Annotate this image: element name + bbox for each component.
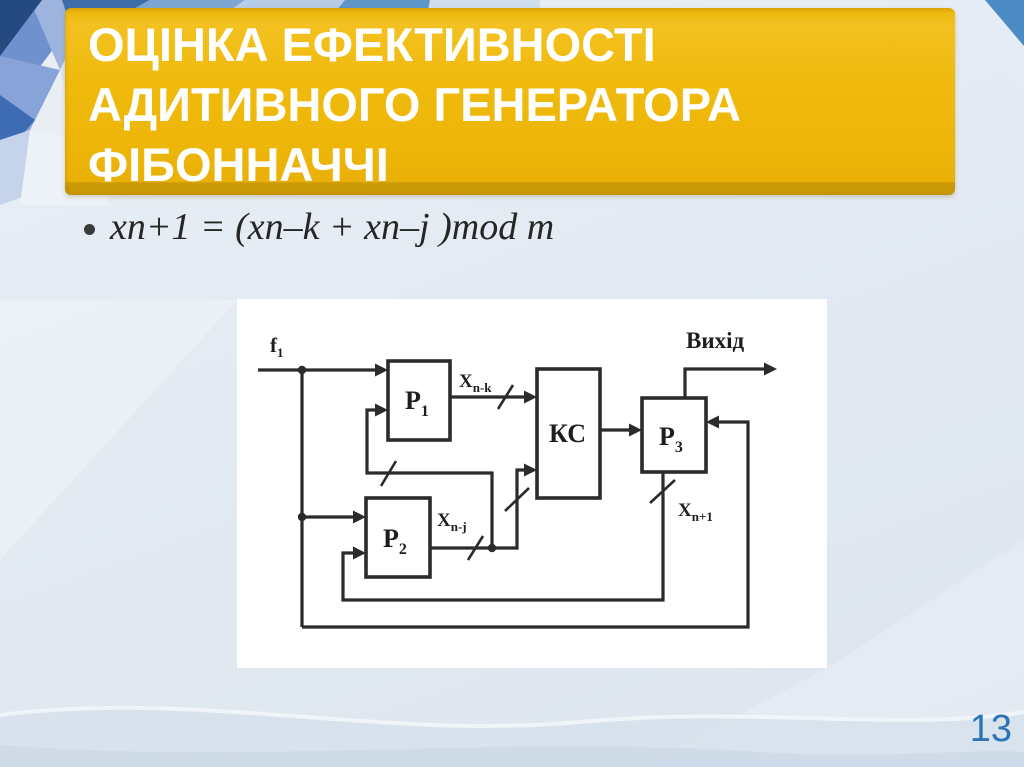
register-p3-box	[640, 396, 708, 474]
clock-input-label: f1	[270, 333, 284, 360]
background-facet	[0, 300, 237, 560]
background-facet	[640, 540, 1024, 767]
junction-dot	[297, 365, 307, 375]
output-label: Вихід	[686, 328, 744, 353]
bullet-icon	[84, 223, 95, 235]
junction-dot	[297, 512, 307, 522]
bus-slash	[649, 479, 676, 504]
arrowhead	[524, 390, 537, 404]
bus-slash	[496, 384, 515, 410]
bus-slash	[379, 460, 398, 487]
arrowhead	[629, 423, 642, 437]
arrowhead	[375, 363, 388, 377]
formula-text: xn+1 = (xn–k + xn–j )mod m	[110, 206, 555, 248]
bus-slash	[504, 487, 530, 512]
combiner-kc-label: КС	[549, 419, 586, 448]
wire-clock-to-p3	[302, 420, 750, 629]
page-number: 13	[969, 708, 1012, 750]
bus-label-xnj: Xn-j	[437, 510, 467, 534]
arrowhead	[524, 463, 537, 477]
register-p2-box	[364, 496, 432, 579]
diagram-panel: f1 Вихід Р1 Р2 Р3 КС Xn-k Xn-j Xn+1	[237, 299, 827, 668]
title-banner: ОЦІНКА ЕФЕКТИВНОСТІ АДИТИВНОГО ГЕНЕРАТОР…	[65, 8, 955, 195]
bus-label-xn1: Xn+1	[678, 500, 713, 524]
corner-facet-right	[940, 0, 1024, 90]
wire-p2-to-p1-loop	[365, 408, 494, 548]
bus-slash	[466, 535, 485, 561]
top-strip-facet	[428, 0, 540, 10]
arrowhead	[353, 546, 366, 560]
bottom-strip	[0, 756, 1024, 767]
slide-title-line-1: ОЦІНКА ЕФЕКТИВНОСТІ	[88, 18, 656, 71]
wire-p3-output	[683, 367, 764, 398]
register-p2-label: Р2	[383, 524, 407, 558]
register-p3-label: Р3	[659, 422, 683, 456]
arrowhead	[375, 403, 388, 417]
arrowhead	[706, 415, 719, 429]
junction-dot	[487, 543, 497, 553]
bullet-item: xn+1 = (xn–k + xn–j )mod m	[84, 205, 554, 249]
slide-title-line-3: ФІБОННАЧЧІ	[88, 138, 389, 191]
wire-p3-feedback-to-p2	[341, 472, 665, 602]
arrowhead	[353, 510, 366, 524]
register-p1-label: Р1	[405, 386, 429, 420]
block-diagram: f1 Вихід Р1 Р2 Р3 КС Xn-k Xn-j Xn+1	[258, 328, 777, 629]
bus-label-xnk: Xn-k	[459, 371, 492, 395]
wire-p2-to-kc	[430, 468, 525, 550]
arrowhead	[764, 362, 777, 376]
corner-facet	[0, 0, 42, 56]
bottom-wave-highlight	[0, 705, 1024, 729]
corner-facet-right	[985, 0, 1024, 46]
slide-title-line-2: АДИТИВНОГО ГЕНЕРАТОРА	[88, 78, 741, 131]
register-p1-box	[386, 359, 452, 442]
combiner-kc-box	[535, 367, 602, 500]
